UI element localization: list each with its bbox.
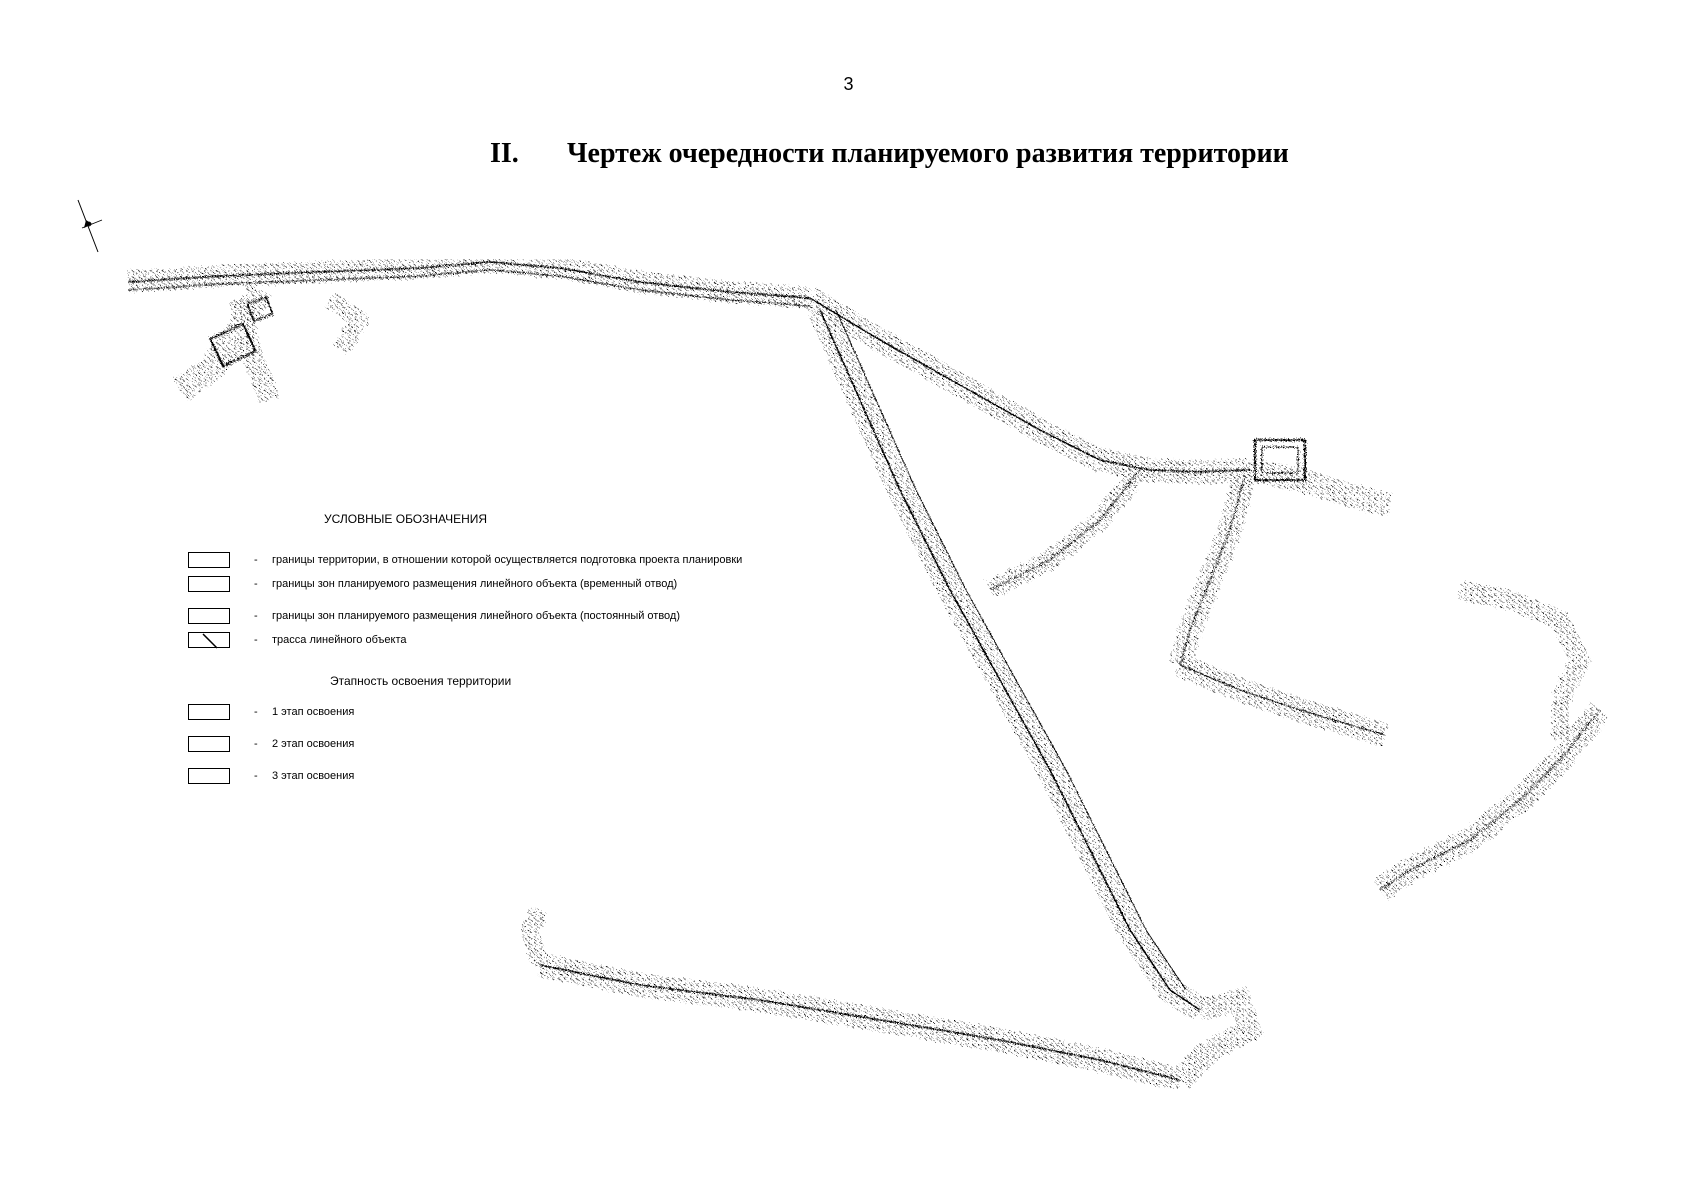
legend-label: границы территории, в отношении которой … [272,554,743,566]
section-title-text: Чертеж очередности планируемого развития… [567,138,1289,169]
legend-dash: - [254,706,258,718]
corridor-west-branch [172,284,373,405]
corridor-far-east [1373,580,1610,900]
legend-dash: - [254,554,258,566]
legend-dash: - [254,578,258,590]
page-title: II. Чертеж очередности планируемого разв… [490,138,1289,170]
legend-stages-heading: Этапность освоения территории [330,674,512,688]
legend-label: 3 этап освоения [272,770,355,782]
legend-dash: - [254,738,258,750]
legend-label: границы зон планируемого размещения лине… [272,610,681,622]
corridor-east-descent [1168,471,1389,747]
legend-swatch-rectangle [188,552,230,568]
corridor-triangle-link [985,463,1148,599]
page-number: 3 [843,74,854,94]
legend-heading: УСЛОВНЫЕ ОБОЗНАЧЕНИЯ [324,512,488,526]
legend-label: границы зон планируемого размещения лине… [272,578,678,590]
legend-label: 2 этап освоения [272,738,355,750]
legend-swatch-rectangle [188,608,230,624]
legend-dash: - [254,610,258,622]
section-numeral: II. [490,138,519,169]
corridor-north-east [803,287,1393,517]
corridor-north-west [127,250,811,309]
legend-swatch-stage [188,704,230,720]
legend-swatch-stage [188,768,230,784]
corridor-south-west [520,905,1219,1092]
legend-dash: - [254,770,258,782]
legend-swatch-stage [188,736,230,752]
legend-label: 1 этап освоения [272,706,355,718]
legend-swatch-diagonal [188,632,230,649]
legend-label: трасса линейного объекта [272,634,407,646]
corridor-network [127,250,1610,1092]
corridor-main-trunk [808,304,1264,1060]
north-arrow-icon [72,198,112,258]
legend-swatch-rectangle [188,576,230,592]
legend-dash: - [254,634,258,646]
